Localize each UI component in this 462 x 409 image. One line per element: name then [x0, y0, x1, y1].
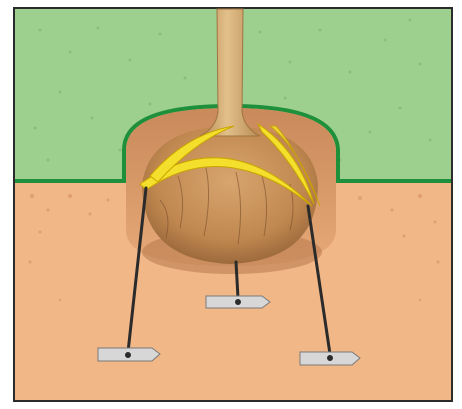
tree-anchoring-diagram	[0, 0, 462, 409]
diagram-frame	[0, 0, 462, 409]
